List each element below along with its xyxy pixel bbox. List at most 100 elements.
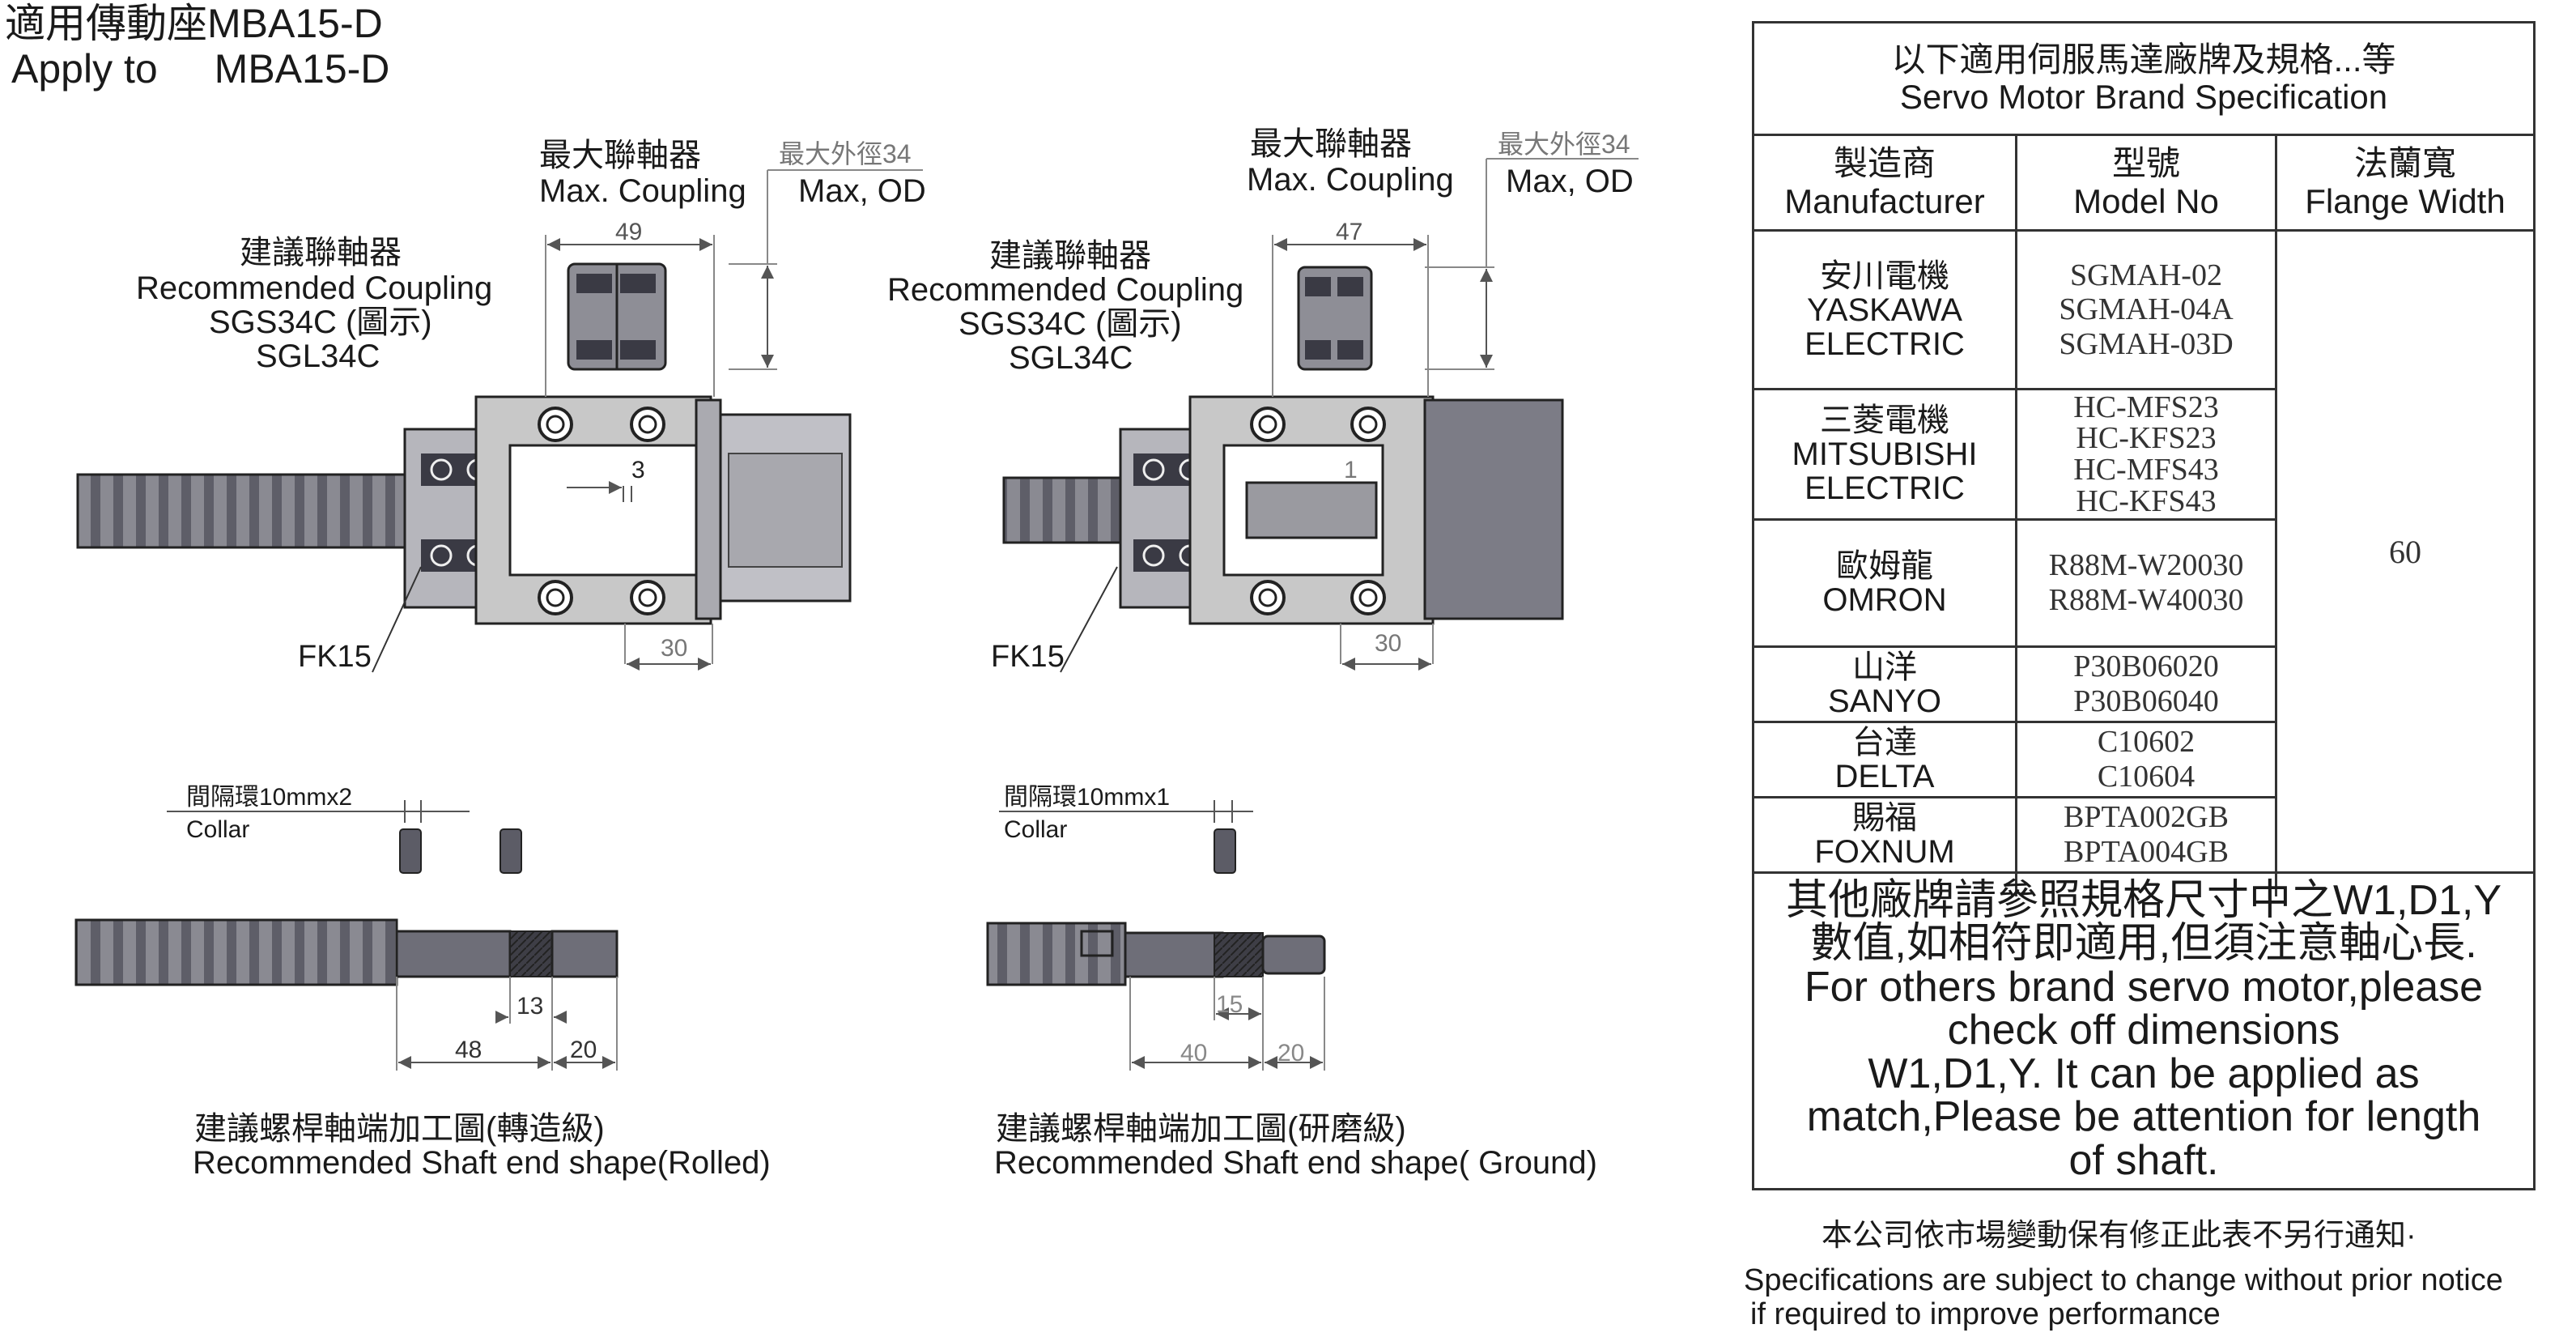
table-row-foxnum-mfr: 賜福 FOXNUM bbox=[1754, 798, 2015, 871]
right-dim-gap: 1 bbox=[1344, 457, 1358, 483]
mfr-cn: 賜福 bbox=[1852, 800, 1917, 836]
left-dim-bottom: 30 bbox=[661, 635, 688, 662]
col-flange-en: Flange Width bbox=[2305, 181, 2506, 220]
table-row-mitsubishi-models: HC-MFS23 HC-KFS23 HC-MFS43 HC-KFS43 bbox=[2017, 390, 2275, 518]
right-shaft-caption-cn: 建議螺桿軸端加工圖(研磨級) bbox=[996, 1111, 1406, 1147]
right-shaft-caption-en: Recommended Shaft end shape( Ground) bbox=[994, 1145, 1597, 1181]
spec-note: 其他廠牌請參照規格尺寸中之W1,D1,Y 數值,如相符即適用,但須注意軸心長. … bbox=[1754, 874, 2533, 1188]
right-rec-coupling-cn: 建議聯軸器 bbox=[989, 238, 1151, 274]
left-dim-coupling-width: 49 bbox=[615, 219, 643, 245]
note-line: of shaft. bbox=[2068, 1136, 2219, 1184]
model-no: P30B06040 bbox=[2073, 684, 2219, 718]
mfr-cn: 三菱電機 bbox=[1820, 402, 1949, 438]
right-dim-15: 15 bbox=[1216, 991, 1243, 1018]
mfr-cn: 歐姆龍 bbox=[1836, 548, 1933, 584]
model-no: P30B06020 bbox=[2073, 649, 2219, 684]
left-assembly bbox=[76, 169, 923, 673]
left-shaft-caption-en: Recommended Shaft end shape(Rolled) bbox=[193, 1145, 771, 1181]
right-max-od-en: Max, OD bbox=[1506, 164, 1634, 199]
right-motor bbox=[1423, 398, 1564, 620]
left-max-od-cn: 最大外徑34 bbox=[779, 139, 912, 168]
table-row-yaskawa-mfr: 安川電機 YASKAWA ELECTRIC bbox=[1754, 232, 2015, 388]
flange-width-value: 60 bbox=[2389, 533, 2421, 570]
note-line: W1,D1,Y. It can be applied as bbox=[1868, 1050, 2420, 1097]
model-no: HC-KFS23 bbox=[2076, 421, 2217, 456]
collar-2 bbox=[499, 828, 522, 874]
right-rec-coupling-model1: SGS34C (圖示) bbox=[959, 306, 1182, 342]
left-max-coupling-en: Max. Coupling bbox=[539, 173, 746, 209]
note-line: 數值,如相符即適用,但須注意軸心長. bbox=[1810, 920, 2477, 968]
left-collar-en: Collar bbox=[186, 816, 250, 843]
mfr-en: YASKAWA bbox=[1807, 292, 1962, 328]
table-row-sanyo-models: P30B06020 P30B06040 bbox=[2017, 648, 2275, 721]
col-model-cn: 型號 bbox=[2111, 144, 2180, 183]
right-rec-coupling-en: Recommended Coupling bbox=[887, 272, 1244, 308]
table-row-delta-mfr: 台達 DELTA bbox=[1754, 723, 2015, 796]
model-no: R88M-W20030 bbox=[2048, 548, 2244, 583]
left-bearing-label: FK15 bbox=[298, 640, 372, 674]
mfr-en2: ELECTRIC bbox=[1804, 471, 1965, 506]
right-dim-bottom: 30 bbox=[1375, 630, 1402, 657]
col-manufacturer-cn: 製造商 bbox=[1833, 144, 1936, 183]
mfr-cn: 台達 bbox=[1852, 725, 1917, 760]
footer-notice-cn: 本公司依市場變動保有修正此表不另行通知· bbox=[1821, 1219, 2417, 1253]
table-row-omron-models: R88M-W20030 R88M-W40030 bbox=[2017, 521, 2275, 645]
page-title-cn: 適用傳動座MBA15-D bbox=[5, 1, 383, 46]
apply-to-model: MBA15-D bbox=[214, 46, 390, 92]
note-line: 其他廠牌請參照規格尺寸中之W1,D1,Y bbox=[1785, 876, 2502, 924]
left-shaft-end bbox=[74, 800, 618, 1071]
left-dim-gap: 3 bbox=[631, 457, 645, 483]
mfr-cn: 安川電機 bbox=[1820, 258, 1949, 294]
model-no: HC-KFS43 bbox=[2076, 483, 2217, 518]
mfr-en: FOXNUM bbox=[1814, 834, 1955, 870]
left-dim-13: 13 bbox=[516, 993, 544, 1020]
spec-header-cn: 以下適用伺服馬達廠牌及規格...等 bbox=[1891, 40, 2396, 79]
mfr-en2: ELECTRIC bbox=[1804, 326, 1965, 362]
note-line: match,Please be attention for length bbox=[1806, 1093, 2481, 1141]
right-dim-20: 20 bbox=[1277, 1040, 1305, 1067]
mfr-en: MITSUBISHI bbox=[1792, 436, 1978, 472]
left-max-coupling-cn: 最大聯軸器 bbox=[539, 138, 701, 173]
col-flange: 法蘭寬 Flange Width bbox=[2277, 136, 2533, 229]
collar-3 bbox=[1214, 828, 1236, 874]
table-row-sanyo-mfr: 山洋 SANYO bbox=[1754, 648, 2015, 721]
left-shaft-caption-cn: 建議螺桿軸端加工圖(轉造級) bbox=[194, 1111, 605, 1147]
left-rolled-screw bbox=[74, 918, 398, 986]
apply-to-label: Apply to bbox=[11, 46, 158, 92]
spec-header: 以下適用伺服馬達廠牌及規格...等 Servo Motor Brand Spec… bbox=[1754, 23, 2533, 134]
left-rec-coupling-cn: 建議聯軸器 bbox=[240, 235, 402, 270]
col-manufacturer: 製造商 Manufacturer bbox=[1754, 136, 2015, 229]
model-no: C10604 bbox=[2097, 760, 2196, 794]
model-no: BPTA004GB bbox=[2064, 835, 2229, 869]
col-flange-cn: 法蘭寬 bbox=[2353, 144, 2456, 183]
table-row-foxnum-models: BPTA002GB BPTA004GB bbox=[2017, 798, 2275, 871]
left-max-od-en: Max, OD bbox=[798, 173, 926, 209]
footer-notice-en2: if required to improve performance bbox=[1750, 1297, 2221, 1331]
model-no: C10602 bbox=[2097, 725, 2196, 760]
mfr-en: OMRON bbox=[1822, 582, 1947, 618]
collar-1 bbox=[399, 828, 422, 874]
left-dim-20: 20 bbox=[570, 1037, 597, 1063]
right-ground-screw bbox=[986, 922, 1127, 986]
col-model: 型號 Model No bbox=[2017, 136, 2275, 229]
right-collar-cn: 間隔環10mmx1 bbox=[1004, 784, 1171, 811]
right-bearing-label: FK15 bbox=[991, 640, 1065, 674]
model-no: BPTA002GB bbox=[2064, 800, 2229, 835]
table-row-delta-models: C10602 C10604 bbox=[2017, 723, 2275, 796]
left-rec-coupling-model1: SGS34C (圖示) bbox=[209, 304, 432, 340]
left-rec-coupling-model2: SGL34C bbox=[256, 339, 380, 374]
col-model-en: Model No bbox=[2073, 181, 2219, 220]
model-no: R88M-W40030 bbox=[2048, 583, 2244, 617]
model-no: SGMAH-04A bbox=[2059, 292, 2234, 327]
table-row-yaskawa-models: SGMAH-02 SGMAH-04A SGMAH-03D bbox=[2017, 232, 2275, 388]
servo-motor-spec-table: 以下適用伺服馬達廠牌及規格...等 Servo Motor Brand Spec… bbox=[1752, 21, 2536, 1190]
table-row-mitsubishi-mfr: 三菱電機 MITSUBISHI ELECTRIC bbox=[1754, 390, 2015, 518]
mfr-cn: 山洋 bbox=[1852, 649, 1917, 685]
right-collar-en: Collar bbox=[1004, 816, 1068, 843]
right-dim-40: 40 bbox=[1180, 1040, 1208, 1067]
right-max-coupling-cn: 最大聯軸器 bbox=[1250, 126, 1412, 162]
left-dim-48: 48 bbox=[455, 1037, 482, 1063]
right-dim-coupling-width: 47 bbox=[1336, 219, 1363, 245]
note-line: check off dimensions bbox=[1947, 1007, 2340, 1054]
model-no: SGMAH-02 bbox=[2070, 258, 2222, 292]
